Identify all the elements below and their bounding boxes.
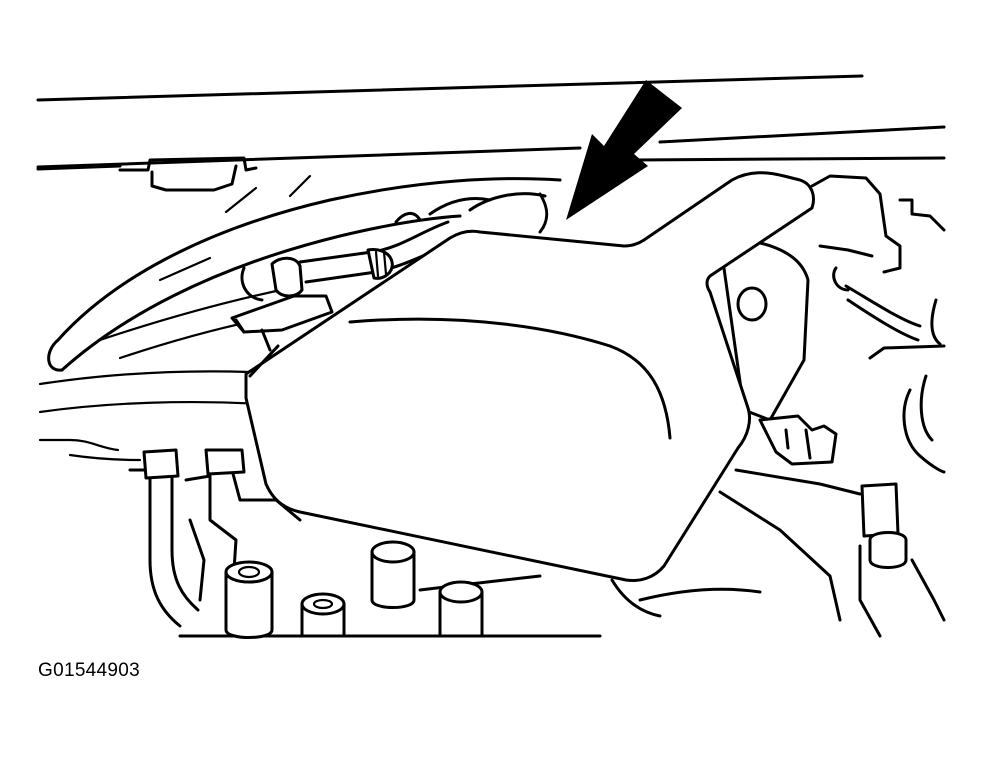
- vacuum-hose: [298, 192, 549, 284]
- callout-arrow: [566, 80, 682, 220]
- cowl-mounting-tab: [118, 156, 258, 192]
- bolt-bosses: [224, 540, 484, 639]
- engine-cover-shroud: [244, 171, 815, 582]
- wire-clip-bracket: [230, 256, 334, 352]
- background-frame-lines: [38, 174, 312, 462]
- right-engine-components: [638, 174, 946, 638]
- hood-edge-lines: [36, 74, 946, 171]
- figure-id-label: G01544903: [38, 660, 141, 681]
